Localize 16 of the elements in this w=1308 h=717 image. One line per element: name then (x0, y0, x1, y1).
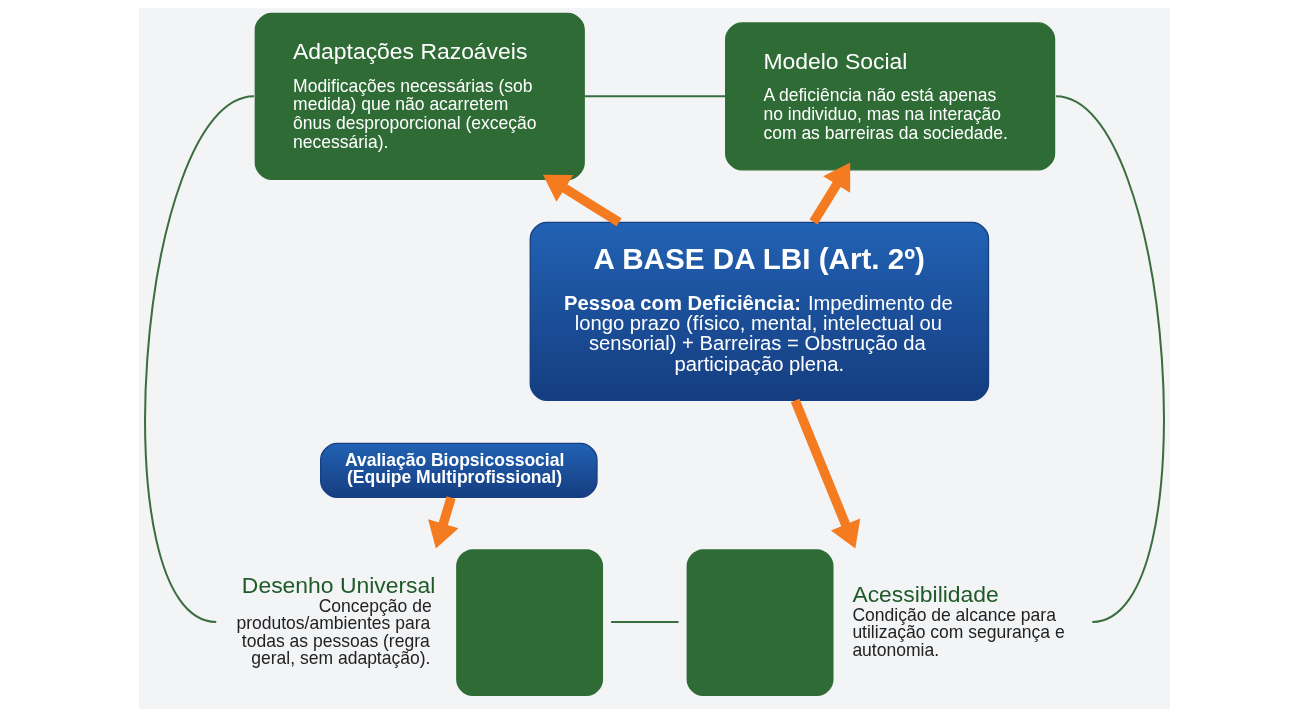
node-box: Modelo Social A deficiência não está apenas no individuo, mas na interação com as barreiras da sociedade. (724, 22, 1055, 171)
node-box (455, 549, 603, 697)
node-box (686, 549, 833, 697)
node-box: Adaptações Razoáveis Modificações necessárias (sob medida) que não acarretem ônus desproporcional (exceção necessária). (254, 12, 585, 180)
arrow (427, 496, 458, 549)
connector (610, 620, 678, 623)
arrow (809, 162, 850, 225)
node-box: Avaliação Biopsicossocial (Equipe Multiprofissional) (319, 442, 598, 498)
arrow (790, 398, 860, 549)
connector (583, 95, 726, 98)
arrow (542, 174, 622, 227)
node-box: A BASE DA LBI (Art. 2º) Pessoa com Deficiência: Impedimento de longo prazo (físico, mental, intelectual ou sensorial) + Barreiras = Obstrução da participação plena. (529, 221, 989, 401)
node-label: Acessibilidade (851, 580, 999, 607)
connector (1055, 95, 1165, 623)
node-label: Condição de alcance para utilização com segurança e autonomia. (851, 604, 1065, 660)
connector (143, 95, 254, 623)
